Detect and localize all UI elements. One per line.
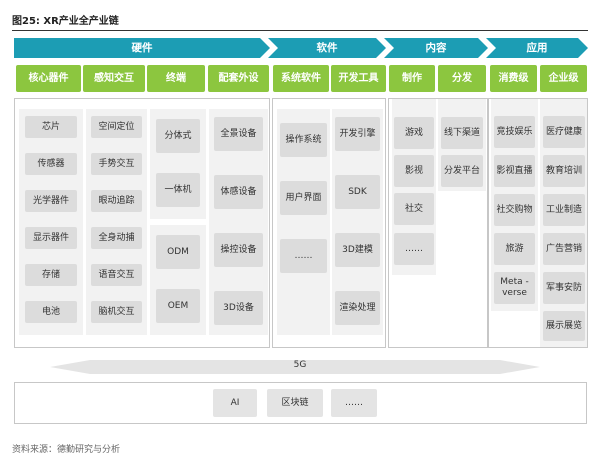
system-item-more: …… — [280, 239, 327, 273]
consumer-item-live: 影视直播 — [494, 155, 535, 187]
band-hardware-label: 硬件 — [131, 42, 153, 54]
core-item-display: 显示器件 — [25, 227, 77, 249]
distribution-column: 线下渠道 分发平台 — [438, 99, 486, 191]
core-item-chip: 芯片 — [25, 116, 77, 138]
system-item-ui: 用户界面 — [280, 181, 327, 215]
production-item-game: 游戏 — [394, 117, 434, 149]
source-note: 资料来源：德勤研究与分析 — [12, 445, 121, 455]
band-software: 软件 — [268, 38, 386, 58]
category-dev-tools: 开发工具 — [331, 65, 386, 92]
peripheral-item-3d: 3D设备 — [214, 291, 263, 325]
enterprise-column: 医疗健康 教育培训 工业制造 广告营销 军事安防 展示展览 — [540, 99, 587, 347]
category-consumer: 消费级 — [490, 65, 537, 92]
category-interaction: 感知交互 — [83, 65, 145, 92]
interaction-item-mocap: 全身动捕 — [91, 227, 142, 249]
core-item-optics: 光学器件 — [25, 190, 77, 212]
enterprise-item-military: 军事安防 — [543, 272, 585, 304]
infra-item-more: …… — [331, 389, 377, 417]
interaction-item-gesture: 手势交互 — [91, 153, 142, 175]
category-core-components: 核心器件 — [16, 65, 81, 92]
enterprise-item-advertising: 广告营销 — [543, 233, 585, 265]
production-item-more: …… — [394, 233, 434, 265]
core-item-sensor: 传感器 — [25, 153, 77, 175]
dev-item-3dmodel: 3D建模 — [335, 233, 380, 267]
core-item-battery: 电池 — [25, 301, 77, 323]
terminal-item-oem: OEM — [156, 289, 200, 323]
system-item-os: 操作系统 — [280, 123, 327, 157]
interaction-item-voice: 语音交互 — [91, 264, 142, 286]
category-peripherals: 配套外设 — [208, 65, 269, 92]
production-column: 游戏 影视 社交 …… — [392, 99, 436, 275]
software-panel: 操作系统 用户界面 …… 开发引擎 SDK 3D建模 渲染处理 — [272, 98, 386, 348]
enterprise-item-education: 教育培训 — [543, 155, 585, 187]
production-item-film: 影视 — [394, 155, 434, 187]
category-distribution: 分发 — [438, 65, 486, 92]
dev-item-render: 渲染处理 — [335, 291, 380, 325]
band-hardware: 硬件 — [14, 38, 270, 58]
peripheral-item-control: 操控设备 — [214, 233, 263, 267]
infra-item-blockchain: 区块链 — [267, 389, 323, 417]
peripheral-item-motion: 体感设备 — [214, 175, 263, 209]
interaction-column: 空间定位 手势交互 眼动追踪 全身动捕 语音交互 脑机交互 — [86, 109, 147, 335]
terminal-top-column: 分体式 一体机 — [150, 109, 206, 219]
band-application: 应用 — [486, 38, 588, 58]
band-content: 内容 — [384, 38, 488, 58]
consumer-item-metaverse: Meta - verse — [494, 272, 535, 304]
category-enterprise: 企业级 — [540, 65, 587, 92]
consumer-item-shopping: 社交购物 — [494, 194, 535, 226]
core-item-storage: 存储 — [25, 264, 77, 286]
band-application-label: 应用 — [526, 42, 548, 54]
consumer-item-travel: 旅游 — [494, 233, 535, 265]
consumer-column: 竞技娱乐 影视直播 社交购物 旅游 Meta - verse — [491, 99, 538, 311]
system-software-column: 操作系统 用户界面 …… — [277, 109, 330, 335]
content-panel: 游戏 影视 社交 …… 线下渠道 分发平台 — [388, 98, 488, 348]
hardware-panel: 芯片 传感器 光学器件 显示器件 存储 电池 空间定位 手势交互 眼动追踪 全身… — [14, 98, 270, 348]
terminal-item-split: 分体式 — [156, 119, 200, 153]
category-system-software: 系统软件 — [273, 65, 329, 92]
enterprise-item-exhibition: 展示展览 — [543, 311, 585, 341]
production-item-social: 社交 — [394, 193, 434, 225]
title-rule — [12, 30, 588, 31]
distribution-item-offline: 线下渠道 — [441, 117, 483, 149]
terminal-item-allinone: 一体机 — [156, 173, 200, 207]
interaction-item-spatial: 空间定位 — [91, 116, 142, 138]
peripheral-item-panoramic: 全景设备 — [214, 117, 263, 151]
5g-label: 5G — [293, 360, 307, 370]
figure-title: 图25: XR产业全产业链 — [12, 16, 119, 27]
5g-double-arrow — [50, 360, 540, 374]
enterprise-item-industry: 工业制造 — [543, 194, 585, 226]
interaction-item-bci: 脑机交互 — [91, 301, 142, 323]
terminal-bottom-column: ODM OEM — [150, 225, 206, 335]
interaction-item-eye: 眼动追踪 — [91, 190, 142, 212]
peripherals-column: 全景设备 体感设备 操控设备 3D设备 — [209, 109, 268, 335]
category-production: 制作 — [389, 65, 435, 92]
infrastructure-panel: AI 区块链 …… — [14, 382, 587, 424]
infra-item-ai: AI — [213, 389, 257, 417]
terminal-item-odm: ODM — [156, 235, 200, 269]
dev-tools-column: 开发引擎 SDK 3D建模 渲染处理 — [332, 109, 383, 335]
category-terminal: 终端 — [147, 65, 205, 92]
consumer-item-esports: 竞技娱乐 — [494, 116, 535, 148]
enterprise-item-medical: 医疗健康 — [543, 116, 585, 148]
dev-item-sdk: SDK — [335, 175, 380, 209]
distribution-item-platform: 分发平台 — [441, 155, 483, 187]
dev-item-engine: 开发引擎 — [335, 117, 380, 151]
band-software-label: 软件 — [316, 42, 338, 54]
core-components-column: 芯片 传感器 光学器件 显示器件 存储 电池 — [19, 109, 83, 335]
application-panel: 竞技娱乐 影视直播 社交购物 旅游 Meta - verse 医疗健康 教育培训… — [488, 98, 588, 348]
band-content-label: 内容 — [425, 42, 447, 54]
